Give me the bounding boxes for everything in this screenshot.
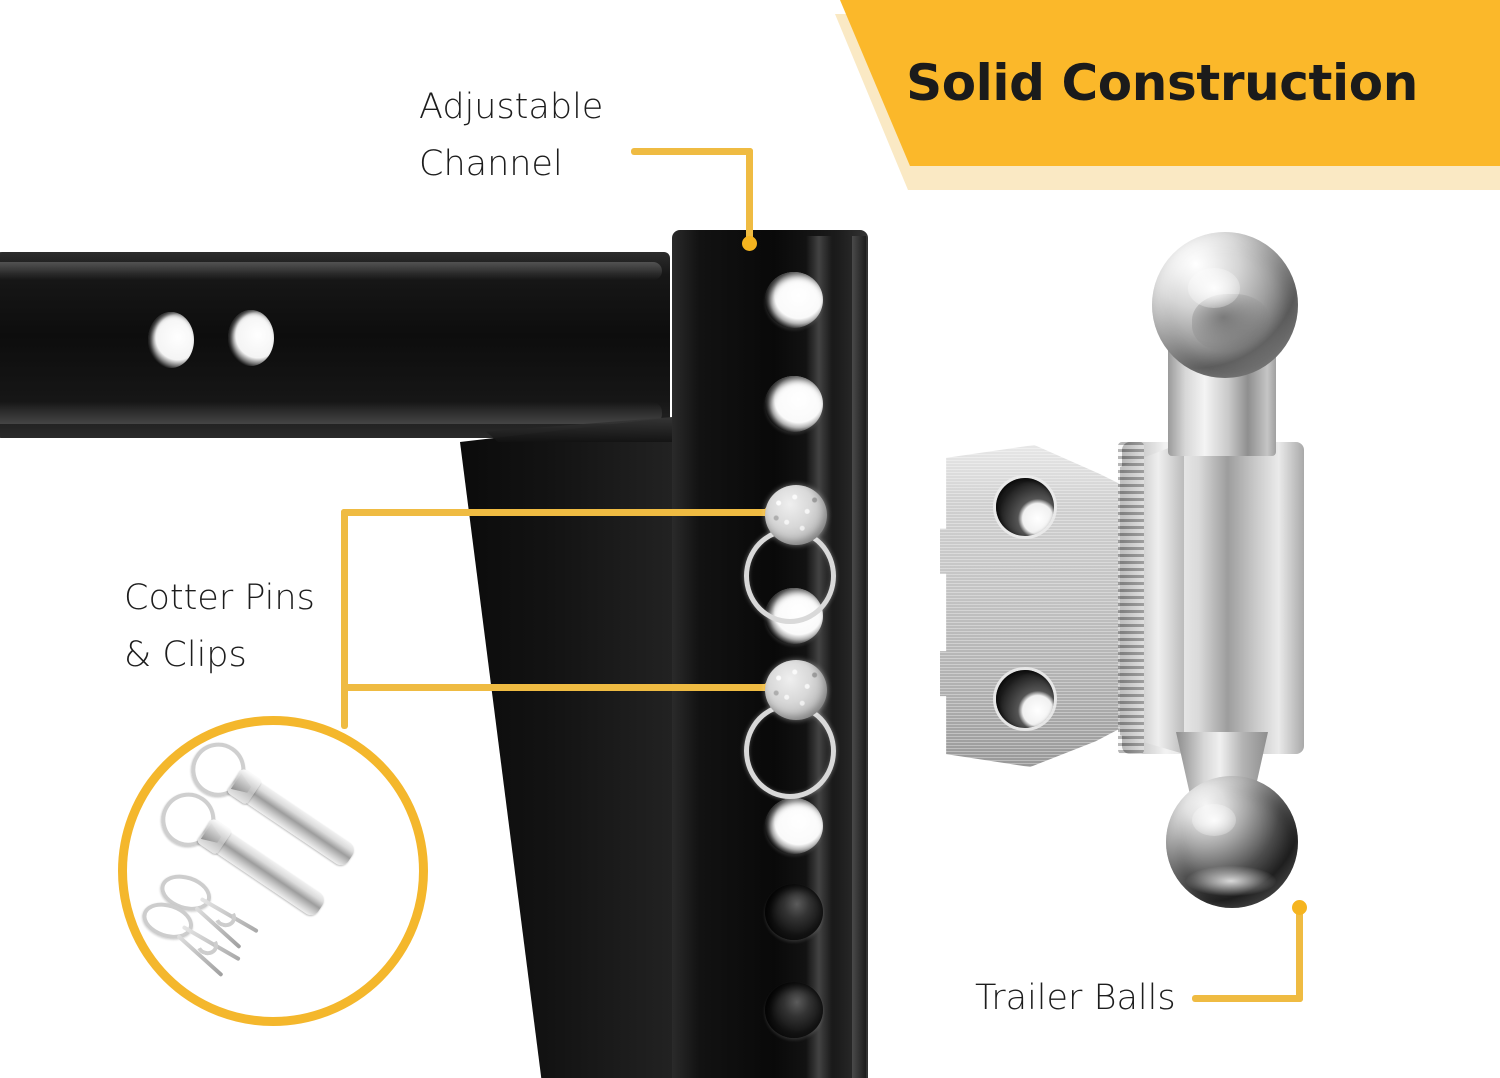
adjustable-channel-leader-dot bbox=[742, 236, 757, 251]
cotter-pin-head bbox=[765, 485, 827, 545]
hitch-shank-bar bbox=[0, 252, 670, 438]
lower-ball-highlight bbox=[1192, 804, 1236, 836]
plate-hole bbox=[996, 478, 1054, 536]
trailer-balls-leader-vertical bbox=[1296, 905, 1303, 1002]
cotter-pins-inset-contents bbox=[118, 716, 428, 1026]
shank-top-highlight bbox=[0, 262, 662, 280]
adjustable-channel-leader-vertical bbox=[746, 148, 753, 244]
column-right-edge bbox=[852, 236, 866, 1078]
banner-fill: Solid Construction bbox=[840, 0, 1500, 166]
shank-bottom-highlight bbox=[0, 402, 662, 424]
pin-texture bbox=[765, 485, 827, 545]
adjustable-channel-leader-horizontal bbox=[631, 148, 753, 155]
column-highlight bbox=[806, 236, 832, 1078]
pin-texture bbox=[765, 660, 827, 720]
cotter-pin-head bbox=[765, 660, 827, 720]
trailer-balls-leader-dot bbox=[1292, 900, 1307, 915]
chrome-ball-mount-illustration bbox=[930, 220, 1390, 980]
column-hole bbox=[765, 884, 823, 940]
callout-label-cotter-pins-clips: Cotter Pins & Clips bbox=[124, 578, 315, 675]
cotter-pins-leader-arm-bottom bbox=[341, 684, 774, 691]
upper-ball-highlight bbox=[1188, 268, 1240, 308]
column-hole bbox=[765, 272, 823, 328]
headline-banner: Solid Construction bbox=[760, 0, 1500, 200]
shank-hole bbox=[228, 310, 274, 366]
column-hole bbox=[765, 982, 823, 1038]
lower-ball-rim-light bbox=[1186, 866, 1276, 896]
ball-mount-body-shade bbox=[1120, 442, 1184, 754]
ball-mount-weld bbox=[1118, 442, 1144, 754]
cotter-pins-leader-spine bbox=[341, 509, 348, 729]
trailer-hitch-illustration bbox=[0, 230, 868, 1078]
plate-hole bbox=[996, 670, 1054, 728]
cotter-pins-leader-arm-top bbox=[341, 509, 774, 516]
callout-label-trailer-balls: Trailer Balls bbox=[975, 978, 1176, 1018]
adjustable-drop-column bbox=[672, 230, 868, 1078]
callout-label-adjustable-channel: Adjustable Channel bbox=[419, 87, 604, 184]
shank-hole bbox=[148, 312, 194, 368]
column-hole bbox=[765, 376, 823, 432]
column-hole bbox=[765, 798, 823, 854]
banner-title: Solid Construction bbox=[906, 54, 1418, 112]
trailer-balls-leader-horizontal bbox=[1192, 995, 1303, 1002]
